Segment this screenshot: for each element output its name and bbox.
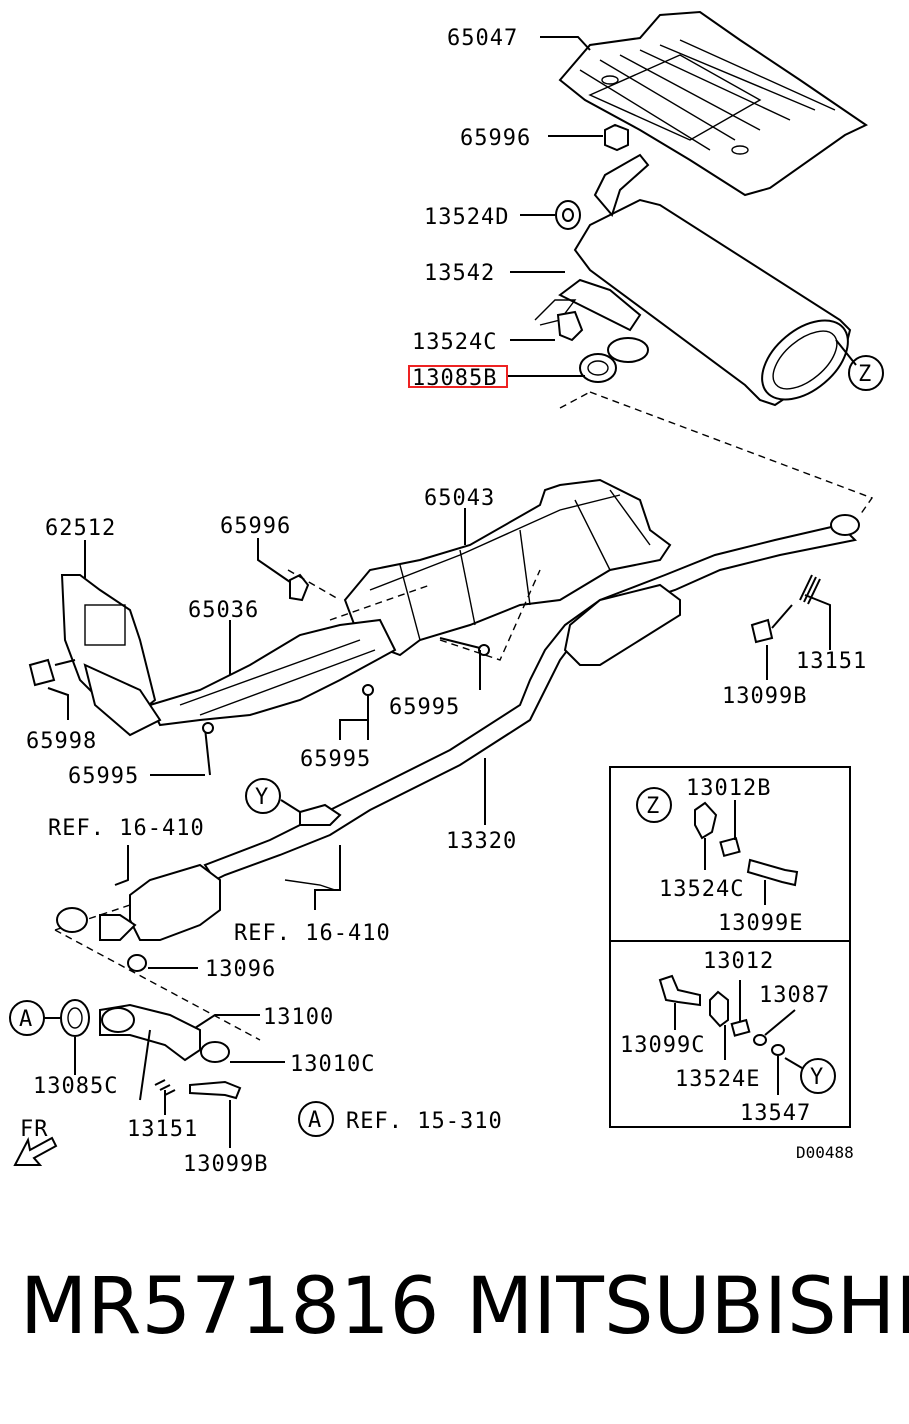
label-13085c: 13085C bbox=[33, 1074, 118, 1099]
label-13542: 13542 bbox=[424, 261, 495, 286]
label-65996-center: 65996 bbox=[220, 514, 291, 539]
label-65995-left: 65995 bbox=[68, 764, 139, 789]
label-13012b: 13012B bbox=[686, 776, 771, 801]
label-65998: 65998 bbox=[26, 729, 97, 754]
front-direction-label: FR bbox=[20, 1117, 49, 1142]
label-13320: 13320 bbox=[446, 829, 517, 854]
detail-box bbox=[609, 766, 851, 1128]
bracket bbox=[60, 574, 162, 737]
label-13547: 13547 bbox=[740, 1101, 811, 1126]
label-13524e: 13524E bbox=[675, 1067, 760, 1092]
ref-15-310: REF. 15-310 bbox=[346, 1109, 503, 1134]
label-65995-right: 65995 bbox=[389, 695, 460, 720]
center-exhaust-pipe bbox=[99, 514, 860, 941]
label-65996-upper: 65996 bbox=[460, 126, 531, 151]
label-65036: 65036 bbox=[188, 598, 259, 623]
callout-z-upper: Z bbox=[858, 362, 872, 387]
upper-small-parts bbox=[555, 123, 629, 383]
callout-circle-a-ref bbox=[298, 1101, 334, 1137]
label-13524c-upper: 13524C bbox=[412, 330, 497, 355]
rear-heat-protector bbox=[558, 10, 869, 197]
label-13524c-detail: 13524C bbox=[659, 877, 744, 902]
label-13099b-lower: 13099B bbox=[183, 1152, 268, 1177]
label-13099b-upper: 13099B bbox=[722, 684, 807, 709]
label-13087: 13087 bbox=[759, 983, 830, 1008]
exhaust-system-diagram: Z 65047 65996 13524D 13542 13524C 13085B bbox=[9, 10, 884, 1177]
label-65043: 65043 bbox=[424, 486, 495, 511]
part-number: MR571816 bbox=[20, 1262, 440, 1352]
label-13096: 13096 bbox=[205, 957, 276, 982]
label-13099c: 13099C bbox=[620, 1033, 705, 1058]
ref-16-410-lower: REF. 16-410 bbox=[234, 921, 391, 946]
callout-circle-z bbox=[848, 355, 884, 391]
footer: MR571816 MITSUBISHI bbox=[0, 1252, 909, 1372]
callout-circle-y bbox=[245, 778, 281, 814]
front-heat-protector bbox=[148, 618, 397, 727]
label-13100: 13100 bbox=[263, 1005, 334, 1030]
label-13099e: 13099E bbox=[718, 911, 803, 936]
callout-y-center: Y bbox=[255, 785, 269, 810]
label-13012: 13012 bbox=[703, 949, 774, 974]
label-62512: 62512 bbox=[45, 516, 116, 541]
highlight-box-13085b bbox=[408, 365, 508, 388]
callout-a-ref: A bbox=[308, 1108, 322, 1133]
label-13151-lower: 13151 bbox=[127, 1117, 198, 1142]
brand-name: MITSUBISHI bbox=[466, 1262, 909, 1352]
main-muffler bbox=[534, 153, 852, 407]
label-13010c: 13010C bbox=[290, 1052, 375, 1077]
label-65995-middle: 65995 bbox=[300, 747, 371, 772]
callout-z-detail: Z bbox=[646, 794, 660, 819]
label-65047: 65047 bbox=[447, 26, 518, 51]
front-arrow-icon bbox=[13, 1136, 58, 1166]
callout-y-detail: Y bbox=[810, 1065, 824, 1090]
label-13151-upper: 13151 bbox=[796, 649, 867, 674]
ref-16-410-upper: REF. 16-410 bbox=[48, 816, 205, 841]
callout-a-left: A bbox=[19, 1007, 33, 1032]
center-heat-protector bbox=[343, 478, 672, 657]
label-13524d: 13524D bbox=[424, 205, 509, 230]
diagram-code: D00488 bbox=[796, 1143, 854, 1162]
